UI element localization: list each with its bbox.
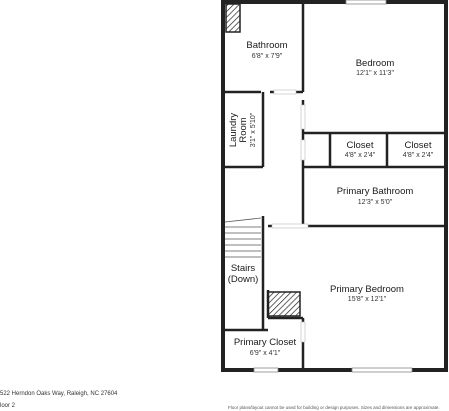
room-dims-bedroom: 12'1" x 11'3"	[356, 70, 394, 77]
room-labels: Bathroom 6'8" x 7'9" Bedroom 12'1" x 11'…	[228, 40, 434, 357]
windows	[253, 0, 413, 373]
room-dims-laundry: 3'1" x 5'10"	[250, 112, 257, 147]
floor-label: loor 2	[0, 403, 16, 409]
disclaimer: Floor plans/layout cannot be used for bu…	[228, 405, 440, 410]
bathroom-shaft	[225, 3, 241, 33]
room-dims-closet1: 4'8" x 2'4"	[345, 152, 376, 159]
room-dims-bathroom: 6'8" x 7'9"	[252, 53, 283, 60]
room-name-primary-bathroom: Primary Bathroom	[337, 186, 414, 197]
room-name-stairs-line1: Stairs	[231, 263, 256, 274]
room-dims-primary-bathroom: 12'3" x 5'0"	[358, 199, 393, 206]
room-dims-closet2: 4'8" x 2'4"	[403, 152, 434, 159]
room-name-primary-closet: Primary Closet	[234, 337, 297, 348]
room-dims-primary-bedroom: 15'8" x 12'1"	[348, 296, 387, 303]
room-name-bedroom: Bedroom	[356, 58, 395, 69]
property-address: 522 Herndon Oaks Way, Raleigh, NC 27604	[0, 391, 118, 397]
stairs-treads	[224, 217, 262, 258]
room-name-primary-bedroom: Primary Bedroom	[330, 284, 404, 295]
outer-walls	[221, 0, 448, 372]
door-openings	[271, 89, 309, 343]
room-name-closet2: Closet	[405, 140, 432, 151]
room-name-stairs-line2: (Down)	[228, 274, 259, 285]
room-name-closet1: Closet	[347, 140, 374, 151]
room-dims-primary-closet: 6'9" x 4'1"	[250, 350, 281, 357]
room-name-laundry-line2: Room	[238, 117, 249, 142]
closet-shaft	[267, 291, 301, 317]
room-name-laundry-line1: Laundry	[228, 113, 239, 148]
room-name-bathroom: Bathroom	[246, 40, 287, 51]
